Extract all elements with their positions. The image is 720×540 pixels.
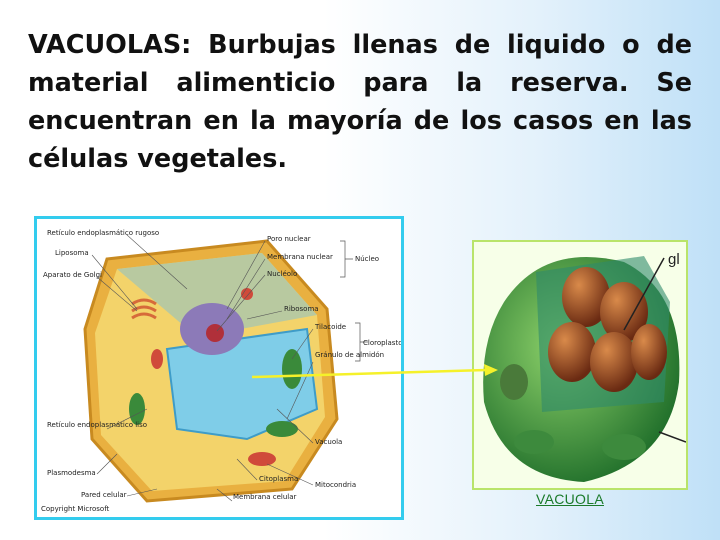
label-plasmodesma: Plasmodesma <box>47 469 96 477</box>
vacuole-drawing: gl <box>483 251 686 482</box>
slide-heading: VACUOLAS: Burbujas llenas de liquido o d… <box>28 30 692 174</box>
plant-cell-illustration: Retículo endoplasmático rugoso Liposoma … <box>41 229 401 513</box>
label-cell-membrane: Membrana celular <box>233 493 296 501</box>
label-cell-wall: Pared celular <box>81 491 127 499</box>
label-cytoplasm: Citoplasma <box>259 475 298 483</box>
copyright-note: Copyright Microsoft <box>41 505 110 513</box>
label-nuclear-membrane: Membrana nuclear <box>267 253 333 261</box>
label-nucleolus: Nucléolo <box>267 270 297 278</box>
label-chloroplast: Cloroplasto <box>363 339 401 347</box>
label-mitochondrion: Mitocondria <box>315 481 356 489</box>
label-liposome: Liposoma <box>55 249 89 257</box>
label-ribosome: Ribosoma <box>284 305 319 313</box>
plant-cell-diagram: Retículo endoplasmático rugoso Liposoma … <box>34 216 404 520</box>
label-golgi: Aparato de Golgi <box>43 271 102 279</box>
vacuole-caption: VACUOLA <box>536 491 604 507</box>
label-nuclear-pore: Poro nuclear <box>267 235 311 243</box>
vacuole-illustration: gl <box>472 240 688 490</box>
label-vacuole: Vacuola <box>315 438 342 446</box>
label-nucleus: Núcleo <box>355 255 379 263</box>
label-thylakoid: Tilacoide <box>314 323 346 331</box>
label-smooth-er: Retículo endoplasmático liso <box>47 421 147 429</box>
label-rough-er: Retículo endoplasmático rugoso <box>47 229 159 237</box>
corner-label: gl <box>668 251 680 268</box>
label-starch-granule: Gránulo de almidón <box>315 351 384 359</box>
